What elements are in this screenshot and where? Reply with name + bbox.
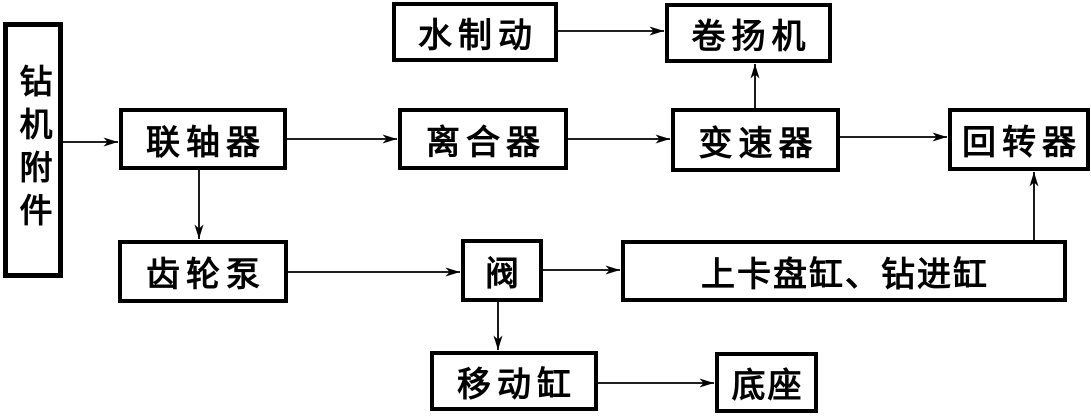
node-gear-pump: 齿轮泵 <box>118 240 288 303</box>
node-valve: 阀 <box>461 239 543 302</box>
node-rotator: 回转器 <box>948 108 1090 171</box>
node-upper-chuck-and-drilling-cylinders: 上卡盘缸、钻进缸 <box>621 240 1067 302</box>
node-moving-cylinder: 移动缸 <box>430 351 598 411</box>
node-clutch: 离合器 <box>398 108 568 170</box>
node-base: 底座 <box>715 352 818 413</box>
node-drill-rig-accessories: 钻机附件 <box>3 22 63 278</box>
node-winch: 卷扬机 <box>665 3 832 63</box>
node-water-brake: 水制动 <box>392 2 558 62</box>
node-transmission: 变速器 <box>671 108 840 172</box>
node-coupling: 联轴器 <box>119 108 287 170</box>
